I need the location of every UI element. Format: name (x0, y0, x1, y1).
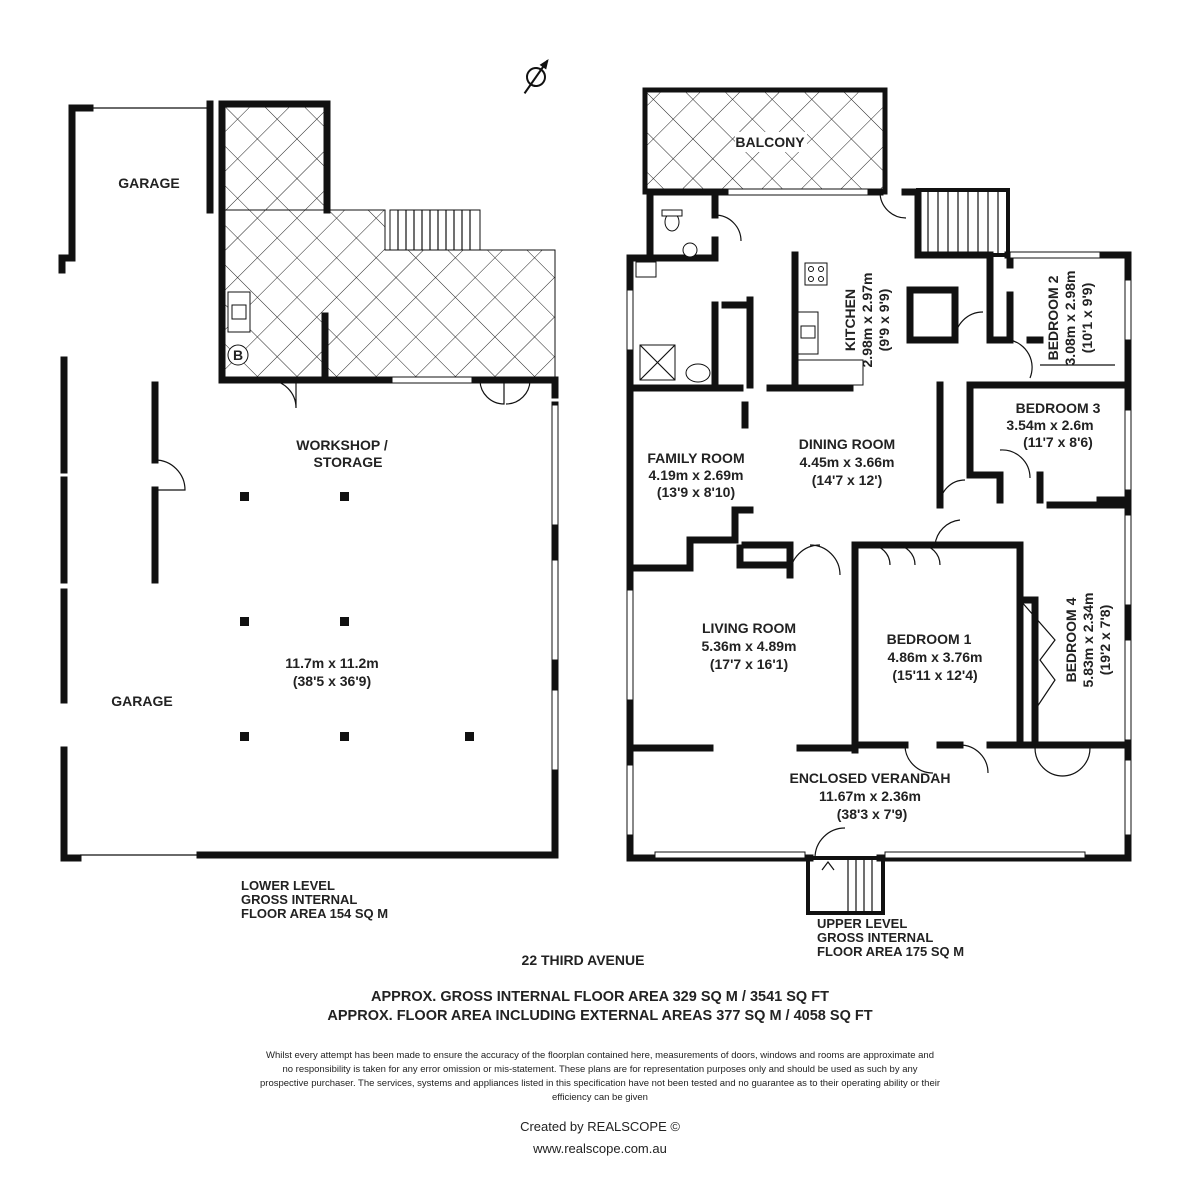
room-family: FAMILY ROOM (647, 450, 744, 466)
basin-icon (682, 242, 698, 258)
room-dining: DINING ROOM (799, 436, 895, 452)
boiler-icon: B (227, 344, 249, 366)
lower-area-line-3: FLOOR AREA 154 SQ M (241, 906, 388, 921)
bedroom-3-dims-m: 3.54m x 2.6m (1006, 417, 1093, 433)
stairs-rear (916, 188, 1010, 257)
bedroom-4-dims-m: 5.83m x 2.34m (1080, 593, 1096, 688)
area-summary: APPROX. GROSS INTERNAL FLOOR AREA 329 SQ… (0, 988, 1200, 1026)
disclaimer: Whilst every attempt has been made to en… (260, 1050, 940, 1103)
room-workshop-2: STORAGE (314, 454, 383, 470)
shower-icon (639, 344, 676, 381)
address: 22 THIRD AVENUE (522, 952, 645, 968)
support-columns (240, 492, 474, 741)
bath-basin-icon (685, 363, 711, 383)
stove-icon (804, 262, 828, 286)
upper-area-line-1: UPPER LEVEL (817, 916, 907, 931)
lower-dims-ft: (38'5 x 36'9) (293, 673, 371, 689)
room-workshop: WORKSHOP / (296, 437, 388, 453)
kitchen-bench (797, 359, 864, 386)
living-dims-m: 5.36m x 4.89m (702, 638, 797, 654)
credits: Created by REALSCOPE © www.realscope.com… (0, 1116, 1200, 1160)
gross-internal-area: APPROX. GROSS INTERNAL FLOOR AREA 329 SQ… (371, 989, 829, 1005)
kitchen-sink-icon (797, 311, 819, 355)
living-dims-ft: (17'7 x 16'1) (710, 656, 788, 672)
compass-icon (523, 58, 549, 94)
deck-hatched-area-lower (221, 209, 556, 381)
windows-upper (626, 188, 1132, 859)
laundry-tub-icon (635, 261, 657, 278)
toilet-icon (661, 209, 683, 232)
doors-upper (714, 191, 1091, 859)
website-link[interactable]: www.realscope.com.au (533, 1141, 667, 1156)
upper-level-plan: BALCONY KITCHEN 2.98m x 2.97m (9'9 x 9'9… (626, 87, 1132, 915)
verandah-dims-ft: (38'3 x 7'9) (837, 806, 907, 822)
room-verandah: ENCLOSED VERANDAH (789, 770, 950, 786)
upper-area-line-2: GROSS INTERNAL (817, 930, 933, 945)
room-living: LIVING ROOM (702, 620, 796, 636)
room-garage-top: GARAGE (118, 175, 179, 191)
stairs-lower (389, 209, 481, 251)
family-dims-m: 4.19m x 2.69m (649, 467, 744, 483)
external-area: APPROX. FLOOR AREA INCLUDING EXTERNAL AR… (327, 1008, 873, 1024)
svg-text:B: B (233, 347, 243, 363)
kitchen-dims-m: 2.98m x 2.97m (859, 273, 875, 368)
stairs-front (806, 856, 885, 915)
lower-level-plan: B GARAGE WORKSHOP / STORAGE GARAGE 11.7m… (58, 100, 559, 862)
dining-dims-m: 4.45m x 3.66m (800, 454, 895, 470)
kitchen-dims-ft: (9'9 x 9'9) (876, 289, 892, 352)
dining-dims-ft: (14'7 x 12') (812, 472, 882, 488)
bedroom-1-dims-ft: (15'11 x 12'4) (892, 667, 977, 683)
bedroom-3-dims-ft: (11'7 x 8'6) (1023, 434, 1093, 450)
lower-area-line-1: LOWER LEVEL (241, 878, 335, 893)
room-kitchen: KITCHEN (842, 289, 858, 351)
room-balcony: BALCONY (735, 134, 805, 150)
upper-level-area: UPPER LEVEL GROSS INTERNAL FLOOR AREA 17… (817, 916, 964, 959)
room-garage: GARAGE (111, 693, 172, 709)
verandah-dims-m: 11.67m x 2.36m (819, 788, 921, 804)
bedroom-2-dims-m: 3.08m x 2.98m (1062, 271, 1078, 366)
room-bedroom-3: BEDROOM 3 (1016, 400, 1101, 416)
family-dims-ft: (13'9 x 8'10) (657, 484, 735, 500)
bedroom-2-dims-ft: (10'1 x 9'9) (1079, 283, 1095, 353)
upper-area-line-3: FLOOR AREA 175 SQ M (817, 944, 964, 959)
lower-area-line-2: GROSS INTERNAL (241, 892, 357, 907)
lower-level-area: LOWER LEVEL GROSS INTERNAL FLOOR AREA 15… (241, 878, 388, 921)
laundry-sink-icon (227, 291, 251, 333)
room-bedroom-1: BEDROOM 1 (887, 631, 972, 647)
room-bedroom-4: BEDROOM 4 (1063, 597, 1079, 682)
credit-line: Created by REALSCOPE © (520, 1119, 680, 1134)
deck-hatched-area (221, 105, 328, 217)
bedroom-4-dims-ft: (19'2 x 7'8) (1097, 605, 1113, 675)
lower-dims-m: 11.7m x 11.2m (285, 655, 378, 671)
bedroom-1-dims-m: 4.86m x 3.76m (888, 649, 983, 665)
room-bedroom-2: BEDROOM 2 (1045, 275, 1061, 360)
